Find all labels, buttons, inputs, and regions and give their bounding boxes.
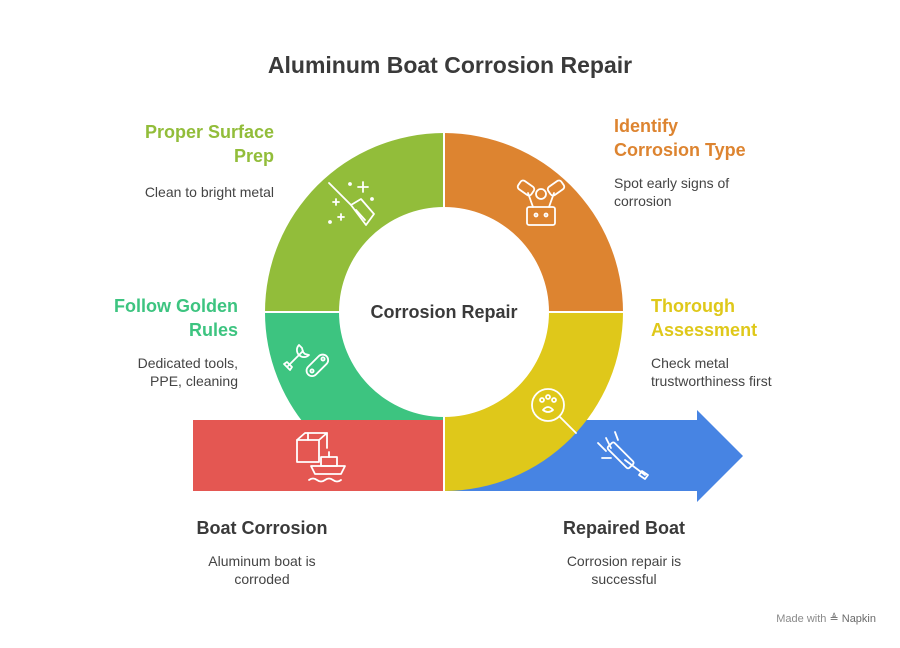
engine-icon — [516, 179, 566, 226]
napkin-logo-icon: ≜ — [829, 613, 839, 625]
step-golden-rules-title-line1: Follow Golden — [114, 296, 238, 316]
step-assessment-desc-line2: trustworthiness first — [651, 373, 772, 389]
step-surface-prep-title-line1: Proper Surface — [144, 122, 274, 142]
tools-icon — [283, 344, 330, 378]
separators — [265, 133, 623, 491]
step-assessment-title-line2: Assessment — [651, 320, 758, 340]
step-assessment-desc-line1: Check metal — [651, 355, 729, 371]
broom-sparkle-icon — [328, 181, 375, 226]
magnifier-icon — [531, 388, 577, 434]
step-assessment-title-line1: Thorough — [651, 296, 735, 316]
step-golden-rules-desc-line1: Dedicated tools, — [137, 355, 238, 371]
segment-identify — [444, 133, 623, 312]
made-with-label: Made with — [776, 613, 827, 625]
segment-surface-prep — [265, 133, 444, 312]
step-golden-rules-desc: Dedicated tools, PPE, cleaning — [138, 354, 238, 390]
step-golden-rules-title-line2: Rules — [188, 320, 238, 340]
step-surface-prep-title-line2: Prep — [233, 146, 274, 166]
made-with-footer[interactable]: Made with ≜ Napkin — [776, 612, 876, 625]
start-title: Boat Corrosion — [196, 518, 328, 538]
start-desc-line1: Aluminum boat is — [208, 553, 316, 569]
center-label: Corrosion Repair — [370, 302, 517, 322]
squeegee-icon — [597, 431, 649, 480]
step-identify-title: Identify Corrosion Type — [614, 114, 746, 162]
end-desc-line1: Corrosion repair is — [566, 553, 682, 569]
start-desc: Aluminum boat is corroded — [162, 552, 362, 588]
page-title: Aluminum Boat Corrosion Repair — [267, 52, 633, 78]
end-desc: Corrosion repair is successful — [524, 552, 724, 588]
end-desc-line2: successful — [591, 571, 657, 587]
step-assessment-desc: Check metal trustworthiness first — [651, 354, 772, 390]
brand-name: Napkin — [841, 613, 876, 625]
step-identify-desc-line2: corrosion — [614, 193, 672, 209]
step-identify-desc-line1: Spot early signs of — [614, 175, 730, 191]
segment-assessment — [444, 312, 623, 491]
step-surface-prep-title: Proper Surface Prep — [145, 120, 274, 168]
step-assessment-title: Thorough Assessment — [651, 294, 757, 342]
step-identify-desc: Spot early signs of corrosion — [614, 174, 729, 210]
step-identify-title-line2: Corrosion Type — [614, 140, 746, 160]
start-desc-line2: corroded — [234, 571, 290, 587]
end-title: Repaired Boat — [562, 518, 686, 538]
segment-golden-rules — [265, 312, 444, 434]
step-golden-rules-desc-line2: PPE, cleaning — [150, 373, 238, 389]
boat-box-icon — [296, 432, 346, 483]
step-golden-rules-title: Follow Golden Rules — [114, 294, 238, 342]
step-identify-title-line1: Identify — [614, 116, 679, 136]
step-surface-prep-desc: Clean to bright metal — [144, 184, 274, 200]
